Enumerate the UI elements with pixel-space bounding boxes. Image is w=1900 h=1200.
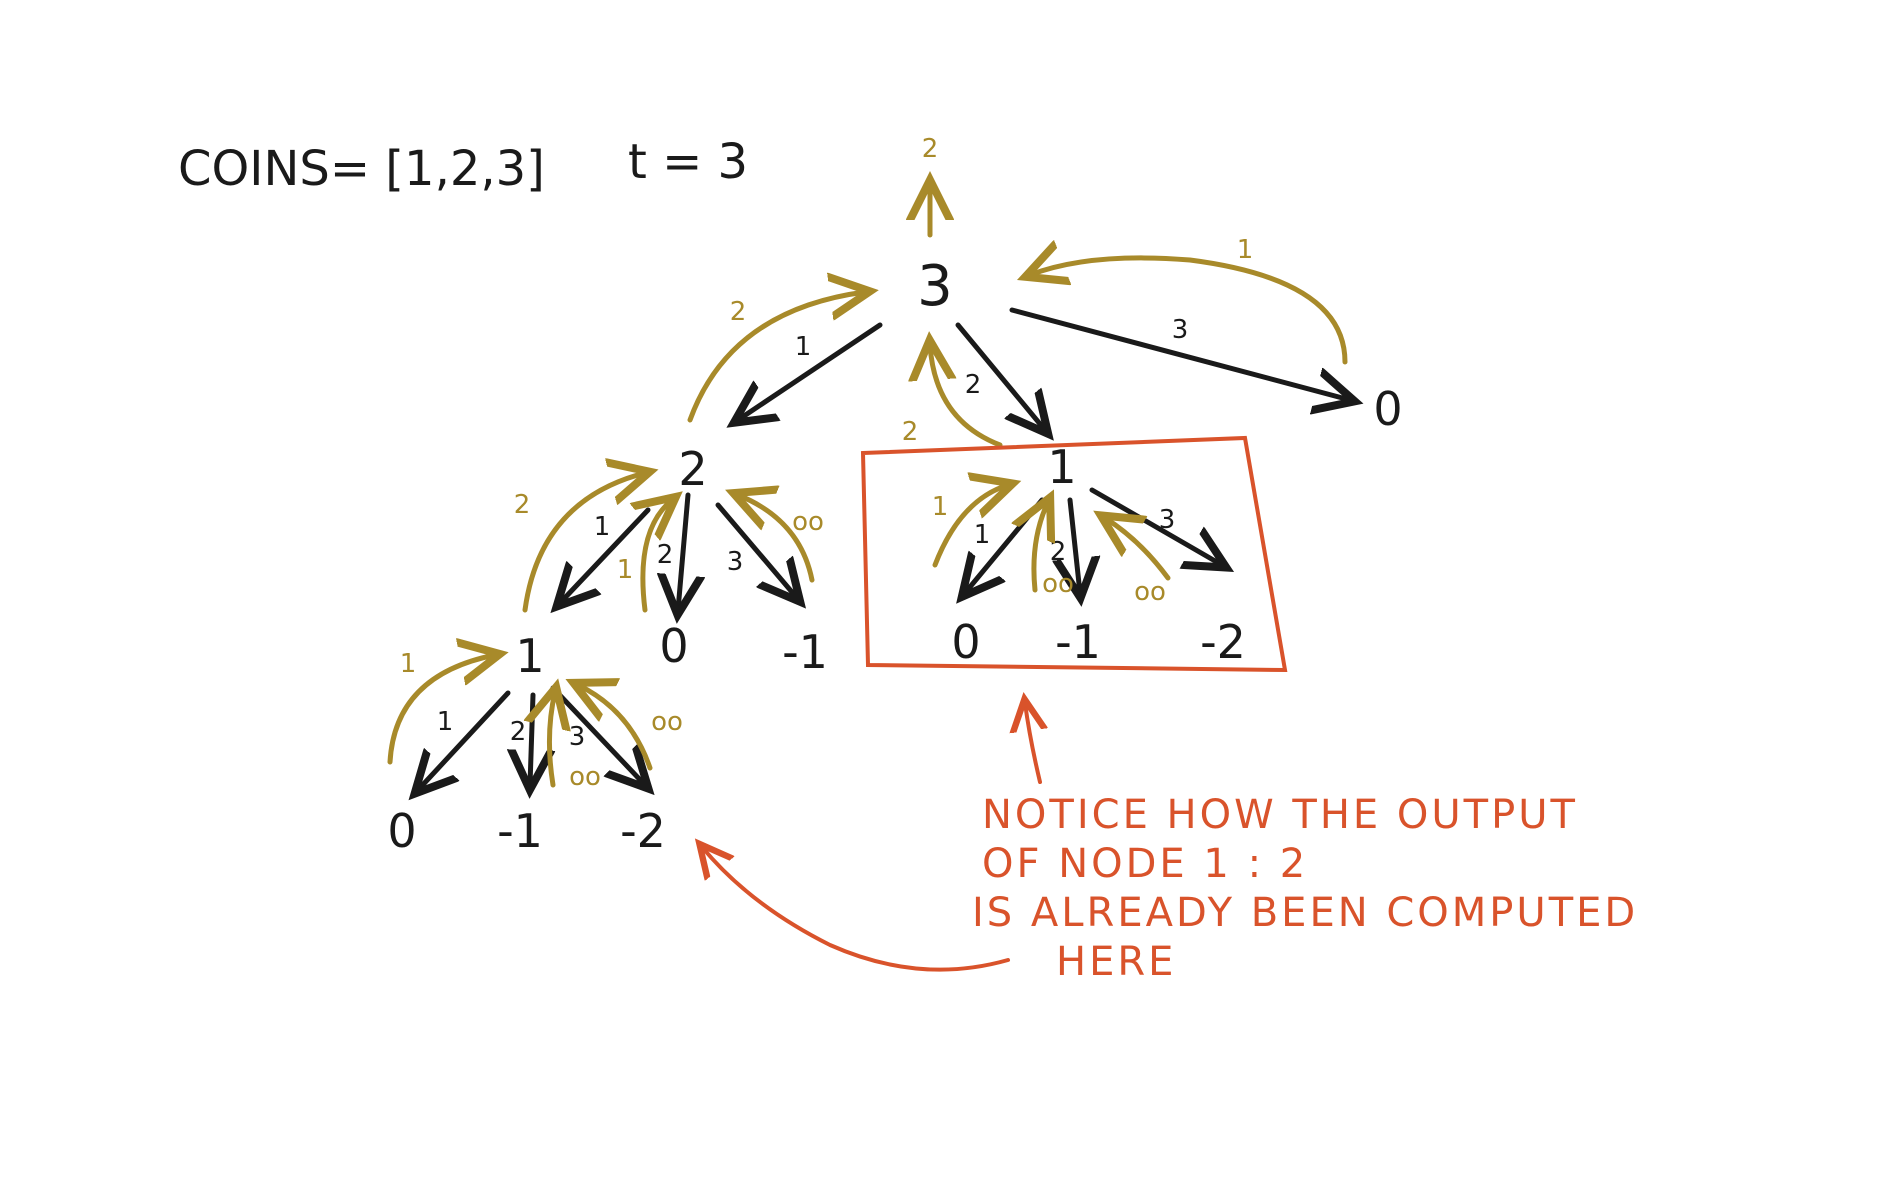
return-label-root-up: 2 xyxy=(922,134,939,164)
annotation-note: NOTICE HOW THE OUTPUT OF NODE 1 : 2 IS A… xyxy=(972,792,1638,985)
edge-root-mid xyxy=(955,322,1045,430)
note-line-1: NOTICE HOW THE OUTPUT xyxy=(982,792,1578,838)
tree-nodes: 3 2 1 0 1 0 -1 0 -1 -2 0 -1 -2 xyxy=(387,254,1402,858)
edge-label-mid-l: 1 xyxy=(974,520,991,550)
node-root: 3 xyxy=(917,254,953,319)
note-line-3: IS ALREADY BEEN COMPUTED xyxy=(972,890,1638,936)
edge-label-root-left: 1 xyxy=(795,332,812,362)
edge-label-root-mid: 2 xyxy=(965,370,982,400)
return-arrow-mid-from-r xyxy=(1105,518,1171,581)
edge-left-lm xyxy=(678,492,688,610)
return-label-left-from-ll: 2 xyxy=(514,490,531,520)
node-lm: 0 xyxy=(659,619,688,673)
return-arrow-root-from-right xyxy=(1030,258,1348,365)
edge-root-right xyxy=(1009,307,1350,400)
return-label-ll-from-l: 1 xyxy=(400,649,417,679)
return-arrow-ll-from-r xyxy=(578,685,653,771)
edge-label-mid-r: 3 xyxy=(1159,505,1176,535)
return-label-left-from-lm: 1 xyxy=(617,555,634,585)
edge-labels: 1 2 3 1 2 3 1 2 3 1 2 3 xyxy=(437,315,1189,752)
node-mid: 1 xyxy=(1047,440,1076,494)
note-line-2: OF NODE 1 : 2 xyxy=(982,841,1308,887)
node-mm-m: -1 xyxy=(1055,615,1101,669)
return-arrow-mid-from-l xyxy=(932,485,1008,568)
return-label-left-from-lr: oo xyxy=(792,507,824,537)
return-label-ll-from-r: oo xyxy=(651,707,683,737)
node-mm-l: 0 xyxy=(951,615,980,669)
tree-edges xyxy=(418,307,1350,790)
pointer-arrow-to-subtree xyxy=(702,847,1010,972)
note-line-4: HERE xyxy=(1056,939,1176,985)
node-left: 2 xyxy=(678,442,707,496)
return-labels: 2 2 2 1 2 1 oo 1 oo oo 1 oo oo xyxy=(400,134,1254,792)
node-mm-r: -2 xyxy=(1200,615,1246,669)
return-label-root-from-mid: 2 xyxy=(902,417,919,447)
return-arrow-left-from-lr xyxy=(738,495,815,583)
edge-label-left-ll: 1 xyxy=(594,512,611,542)
return-arrow-root-from-left xyxy=(687,292,865,423)
pointer-arrow-to-box xyxy=(1025,703,1040,784)
edge-label-mid-m: 2 xyxy=(1050,537,1067,567)
edge-mid-m xyxy=(1070,497,1080,593)
return-label-mid-from-l: 1 xyxy=(932,492,949,522)
node-lr: -1 xyxy=(782,625,828,679)
return-arrow-ll-from-m xyxy=(549,692,555,788)
return-label-ll-from-m: oo xyxy=(569,762,601,792)
node-ll: 1 xyxy=(515,629,544,683)
edge-root-left xyxy=(738,322,883,420)
target-label: t = 3 xyxy=(628,134,748,190)
node-right: 0 xyxy=(1373,382,1402,436)
edge-label-ll-r: 3 xyxy=(569,722,586,752)
return-label-root-from-left: 2 xyxy=(730,297,747,327)
return-arrow-mid-from-m xyxy=(1034,502,1048,593)
return-arrows xyxy=(387,185,1348,788)
return-arrow-ll-from-l xyxy=(387,655,495,765)
coins-label: COINS= [1,2,3] xyxy=(178,141,545,197)
return-label-root-from-right: 1 xyxy=(1237,235,1254,265)
edge-label-root-right: 3 xyxy=(1172,315,1189,345)
node-lll: 0 xyxy=(387,804,416,858)
node-llm: -1 xyxy=(497,804,543,858)
return-label-mid-from-r: oo xyxy=(1134,577,1166,607)
edge-label-left-lr: 3 xyxy=(727,547,744,577)
return-arrow-left-from-lm xyxy=(643,500,672,613)
node-llr: -2 xyxy=(620,804,666,858)
edge-label-left-lm: 2 xyxy=(657,540,674,570)
return-arrow-left-from-ll xyxy=(522,473,645,613)
highlight-box xyxy=(860,435,1288,673)
edge-label-ll-m: 2 xyxy=(510,717,527,747)
edge-label-ll-l: 1 xyxy=(437,707,454,737)
return-label-mid-from-m: oo xyxy=(1042,569,1074,599)
edge-ll-l xyxy=(418,690,511,790)
edge-ll-m xyxy=(530,692,533,785)
return-arrow-root-from-mid xyxy=(930,345,1003,448)
edge-mid-r xyxy=(1089,487,1222,565)
